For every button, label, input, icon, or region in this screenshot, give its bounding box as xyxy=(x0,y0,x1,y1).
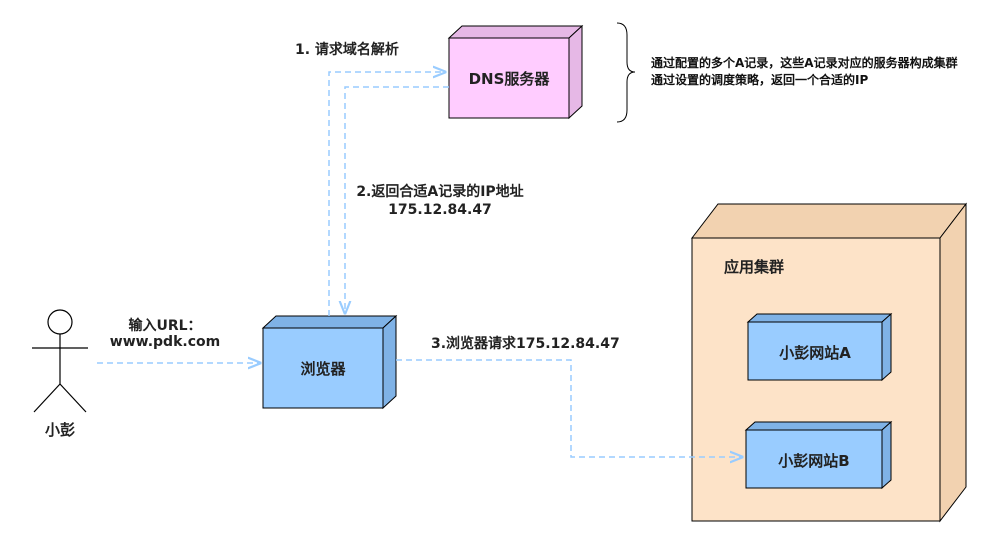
dns-response-label-2: 175.12.84.47 xyxy=(388,202,492,218)
actor-icon[interactable] xyxy=(32,309,88,413)
annotation-brace xyxy=(616,22,636,123)
browser-request-label: 3.浏览器请求175.12.84.47 xyxy=(431,336,620,352)
edge-dns-response[interactable] xyxy=(345,86,449,313)
actor-name-label: 小彭 xyxy=(44,421,75,439)
edge-dns-request[interactable] xyxy=(328,72,445,316)
site-b-label: 小彭网站B xyxy=(778,452,850,470)
site-a-node[interactable] xyxy=(746,312,893,382)
site-b-node[interactable] xyxy=(744,420,893,490)
dns-server-label: DNS服务器 xyxy=(468,70,550,88)
browser-node[interactable] xyxy=(261,314,398,410)
annotation-line-1: 通过配置的多个A记录，这些A记录对应的服务器构成集群 xyxy=(651,56,958,70)
edge-browser-to-site-b[interactable] xyxy=(396,359,742,457)
browser-label: 浏览器 xyxy=(300,360,346,378)
dns-server-node[interactable] xyxy=(447,24,584,120)
dns-request-label: 1. 请求域名解析 xyxy=(295,42,399,58)
user-input-label-2: www.pdk.com xyxy=(109,334,221,350)
site-a-label: 小彭网站A xyxy=(779,344,851,362)
cluster-label: 应用集群 xyxy=(724,258,785,276)
user-input-label-1: 输入URL： xyxy=(128,318,202,334)
annotation-line-2: 通过设置的调度策略，返回一个合适的IP xyxy=(651,73,869,87)
dns-response-label-1: 2.返回合适A记录的IP地址 xyxy=(356,184,524,200)
